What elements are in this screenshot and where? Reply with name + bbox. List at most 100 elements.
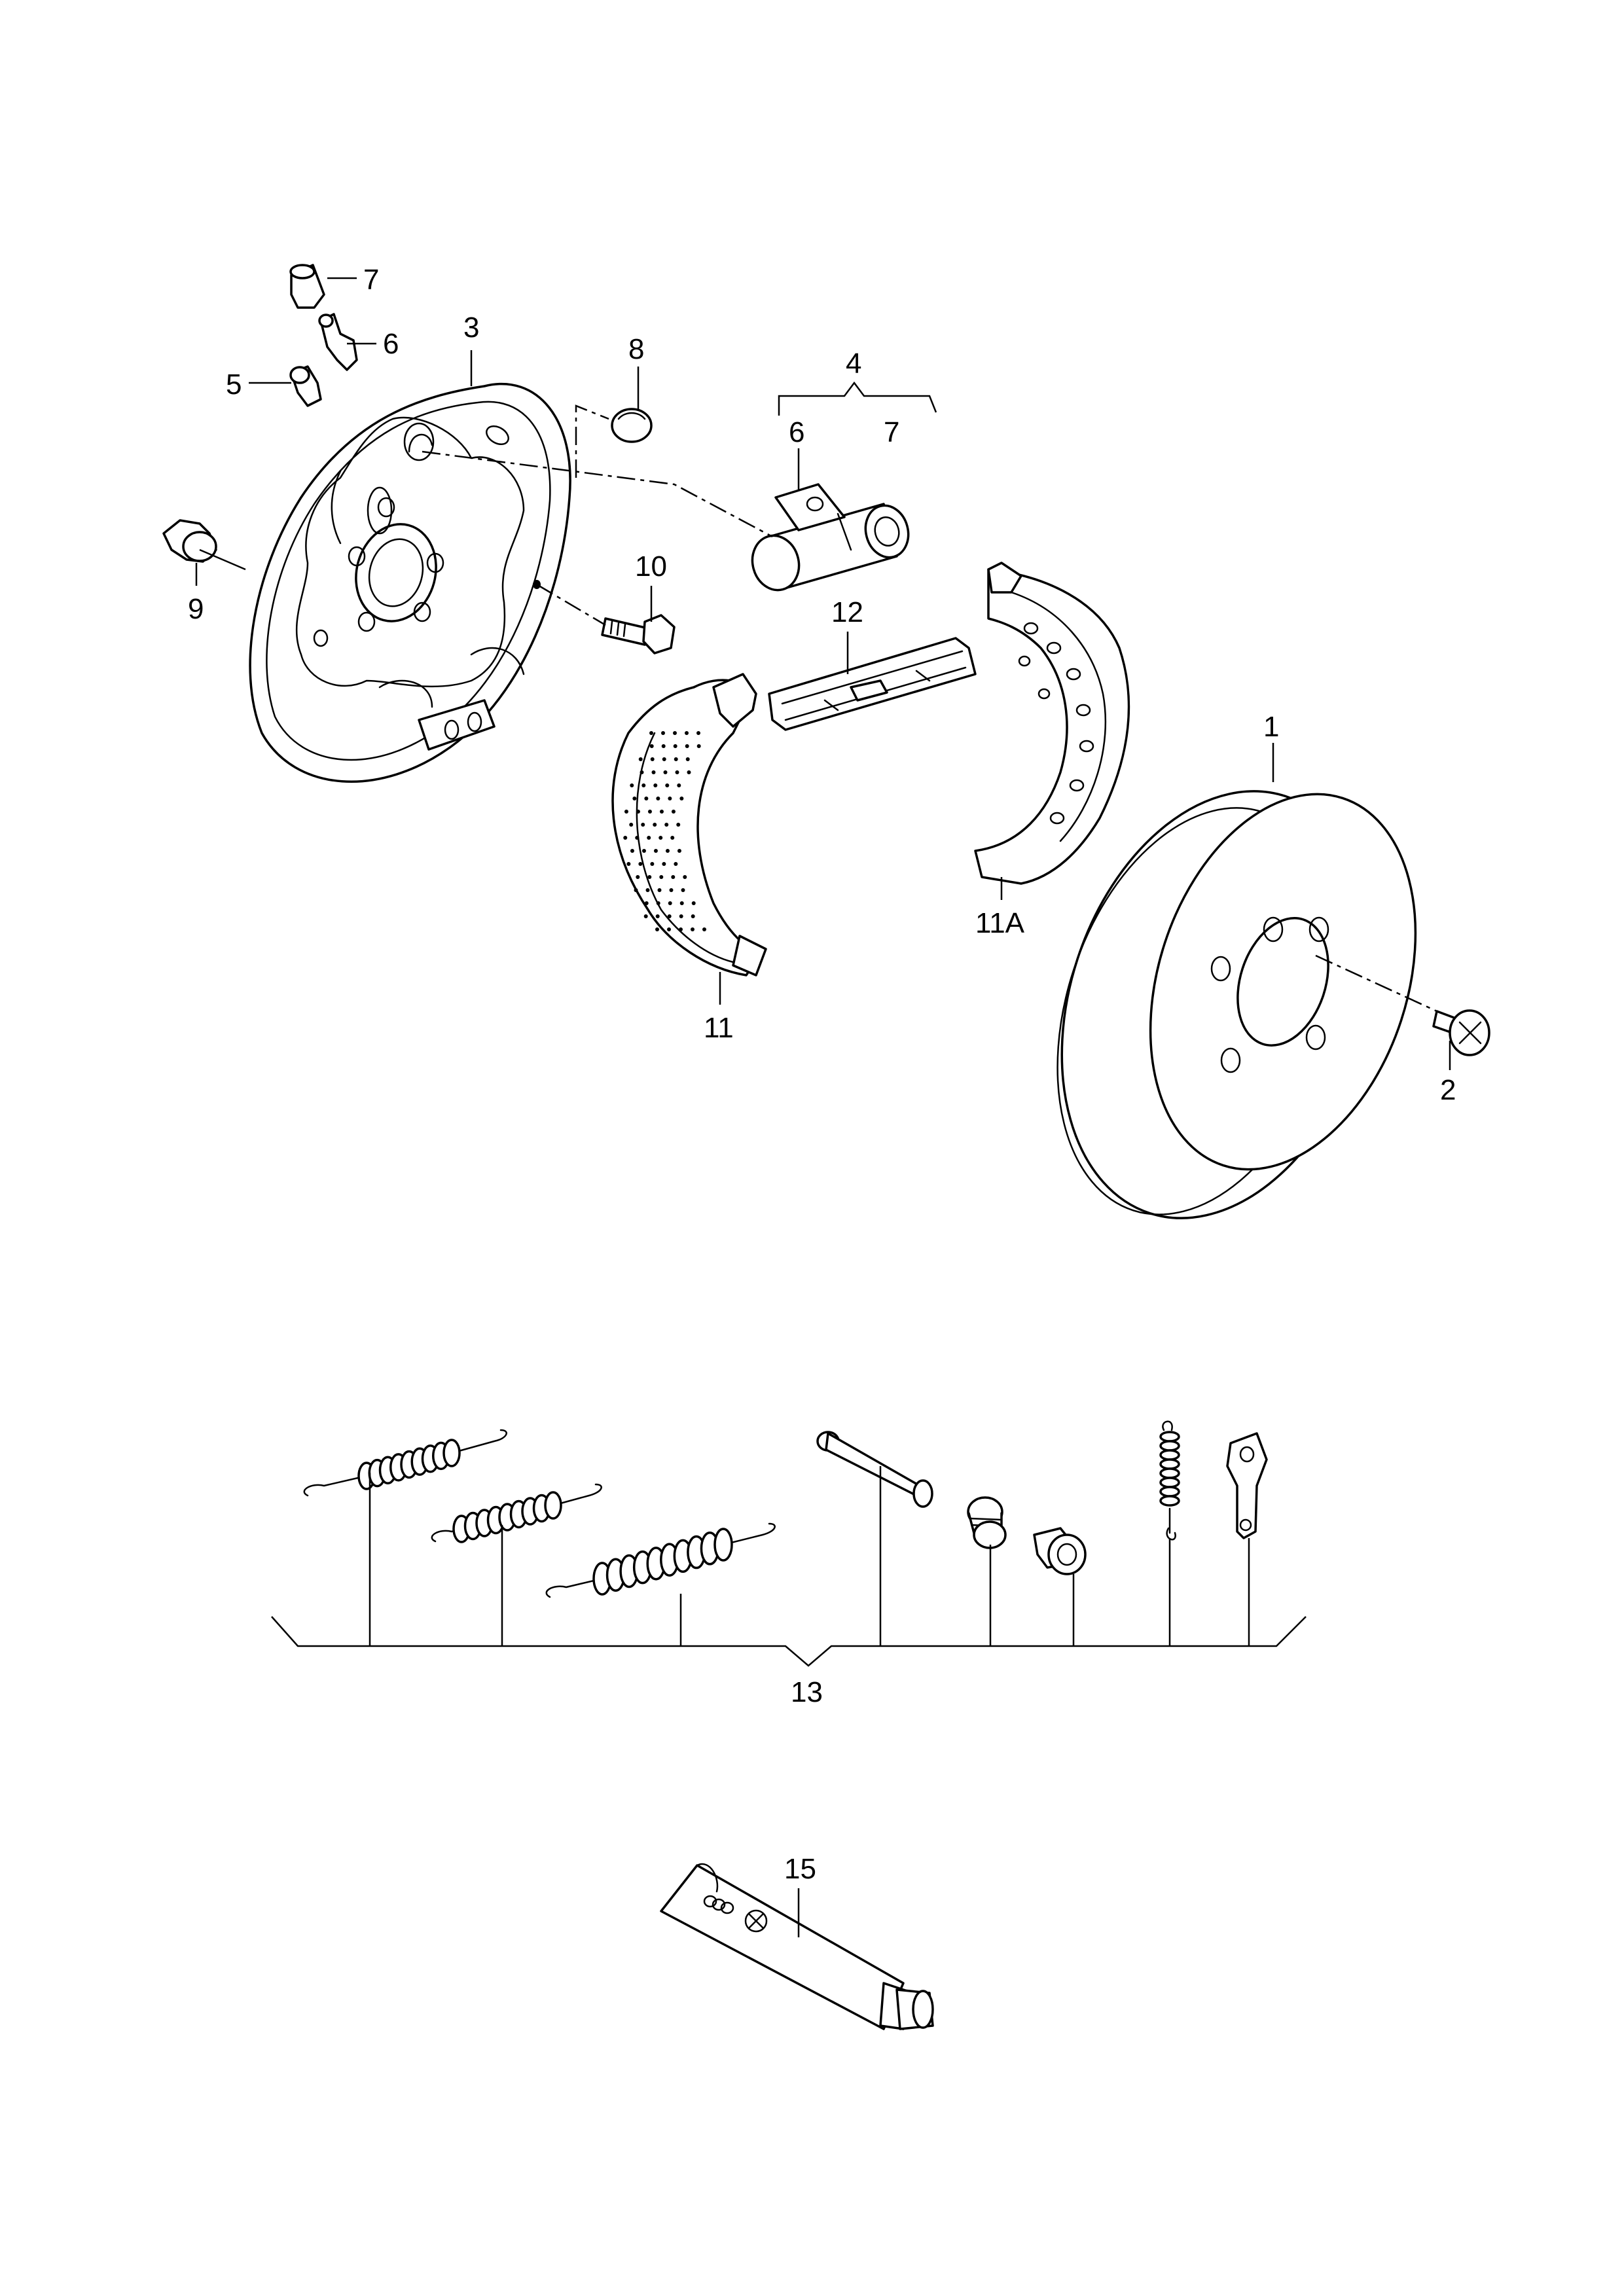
pin-icon bbox=[816, 1431, 933, 1508]
lining-dot bbox=[673, 744, 677, 748]
lining-dot bbox=[685, 744, 689, 748]
lining-dot bbox=[659, 836, 663, 840]
spring-coils bbox=[592, 1528, 733, 1596]
washer-icon bbox=[1033, 1527, 1087, 1575]
spring-coil bbox=[713, 1528, 733, 1562]
lining-dot bbox=[665, 783, 670, 787]
lining-dot bbox=[657, 888, 662, 892]
lining-dot bbox=[653, 783, 658, 787]
callout-4-sub-6: 6 bbox=[789, 416, 804, 448]
plug-icon bbox=[162, 519, 217, 563]
lining-dot bbox=[659, 810, 664, 814]
spring-coil bbox=[1159, 1477, 1180, 1488]
lining-dot bbox=[640, 770, 644, 774]
spring-coil bbox=[1159, 1440, 1180, 1452]
lining-dot bbox=[670, 836, 675, 840]
callout-10: 10 bbox=[635, 550, 667, 583]
lining-dot bbox=[634, 888, 638, 892]
lining-dot bbox=[661, 744, 666, 748]
grease-tube-icon bbox=[660, 1863, 934, 2030]
spring-icon bbox=[1159, 1420, 1180, 1541]
lining-dot bbox=[653, 823, 657, 827]
lining-dot bbox=[641, 783, 646, 787]
lining-dot bbox=[691, 901, 696, 905]
kit-bracket bbox=[271, 1466, 1307, 1667]
callout-11: 11 bbox=[704, 1012, 734, 1044]
lining-dot bbox=[668, 797, 672, 800]
lining-dot bbox=[641, 849, 646, 853]
lining-dot bbox=[676, 823, 681, 827]
spring-coils bbox=[357, 1439, 461, 1490]
callout-7: 7 bbox=[363, 264, 379, 296]
lining-dot bbox=[683, 875, 687, 879]
lining-dot bbox=[673, 731, 677, 735]
lining-dot bbox=[691, 927, 695, 931]
lining-dot bbox=[626, 862, 631, 866]
callout-4: 4 bbox=[846, 348, 861, 380]
spring-icon bbox=[303, 1429, 507, 1497]
lining-dot bbox=[677, 849, 681, 853]
spring-coil bbox=[1159, 1458, 1180, 1470]
plate-bolt-icon bbox=[289, 365, 322, 407]
spring-coil bbox=[1159, 1449, 1180, 1461]
spring-coils bbox=[452, 1491, 562, 1543]
lining-dot bbox=[645, 888, 650, 892]
lining-dot bbox=[661, 731, 665, 735]
lining-dot bbox=[641, 823, 645, 827]
callout-5: 5 bbox=[226, 368, 242, 401]
lining-dot bbox=[638, 862, 643, 866]
lining-dot bbox=[677, 783, 681, 787]
lining-dot bbox=[653, 849, 658, 853]
spring-icon bbox=[431, 1483, 602, 1543]
lining-dot bbox=[685, 757, 690, 761]
lining-dot bbox=[662, 862, 666, 866]
lining-dot bbox=[675, 770, 679, 774]
callout-3: 3 bbox=[463, 312, 479, 344]
callout-labels: 1 2 3 4 6 7 5 6 7 8 9 10 11 11A 12 13 15 bbox=[188, 264, 1456, 1885]
lining-dot bbox=[696, 744, 701, 748]
lining-dot bbox=[644, 901, 649, 905]
lining-dot bbox=[687, 770, 691, 774]
brake-shoe-icon bbox=[611, 673, 767, 977]
alignment-lines bbox=[422, 404, 1437, 1013]
lining-dot bbox=[632, 797, 637, 800]
callout-11a: 11A bbox=[975, 907, 1025, 939]
lining-dot bbox=[679, 914, 683, 918]
lining-dot bbox=[644, 797, 649, 800]
lining-dot bbox=[630, 849, 634, 853]
callout-1: 1 bbox=[1263, 711, 1279, 743]
brake-drum-icon bbox=[1056, 790, 1417, 1219]
lever-icon bbox=[1226, 1432, 1268, 1539]
lining-dot bbox=[655, 927, 659, 931]
lining-dot bbox=[685, 731, 689, 735]
lining-dot bbox=[647, 875, 652, 879]
leader-lines bbox=[195, 277, 1451, 1937]
lining-dot bbox=[656, 901, 660, 905]
lining-dot bbox=[649, 744, 654, 748]
lining-dot bbox=[649, 731, 653, 735]
spring-icon bbox=[545, 1522, 776, 1598]
hex-bolt-icon bbox=[601, 614, 676, 655]
bleeder-cap-icon bbox=[289, 264, 325, 309]
lining-dot bbox=[650, 757, 655, 761]
lining-dot bbox=[662, 757, 666, 761]
lining-dot bbox=[671, 875, 676, 879]
lining-dot bbox=[679, 901, 684, 905]
lining-dot bbox=[659, 875, 664, 879]
callout-12: 12 bbox=[831, 596, 863, 628]
lining-dot bbox=[671, 810, 676, 814]
lining-dot bbox=[630, 783, 634, 787]
lining-dot bbox=[624, 810, 628, 814]
lining-dot bbox=[696, 731, 700, 735]
lining-dot bbox=[681, 888, 685, 892]
callout-9: 9 bbox=[188, 593, 204, 625]
lining-texture bbox=[623, 731, 706, 931]
lining-dot bbox=[635, 836, 640, 840]
lining-dot bbox=[636, 875, 640, 879]
lining-dot bbox=[650, 862, 655, 866]
lining-dot bbox=[651, 770, 656, 774]
lining-dot bbox=[668, 901, 672, 905]
spring-coil bbox=[1159, 1486, 1180, 1498]
spring-coil bbox=[544, 1491, 562, 1520]
